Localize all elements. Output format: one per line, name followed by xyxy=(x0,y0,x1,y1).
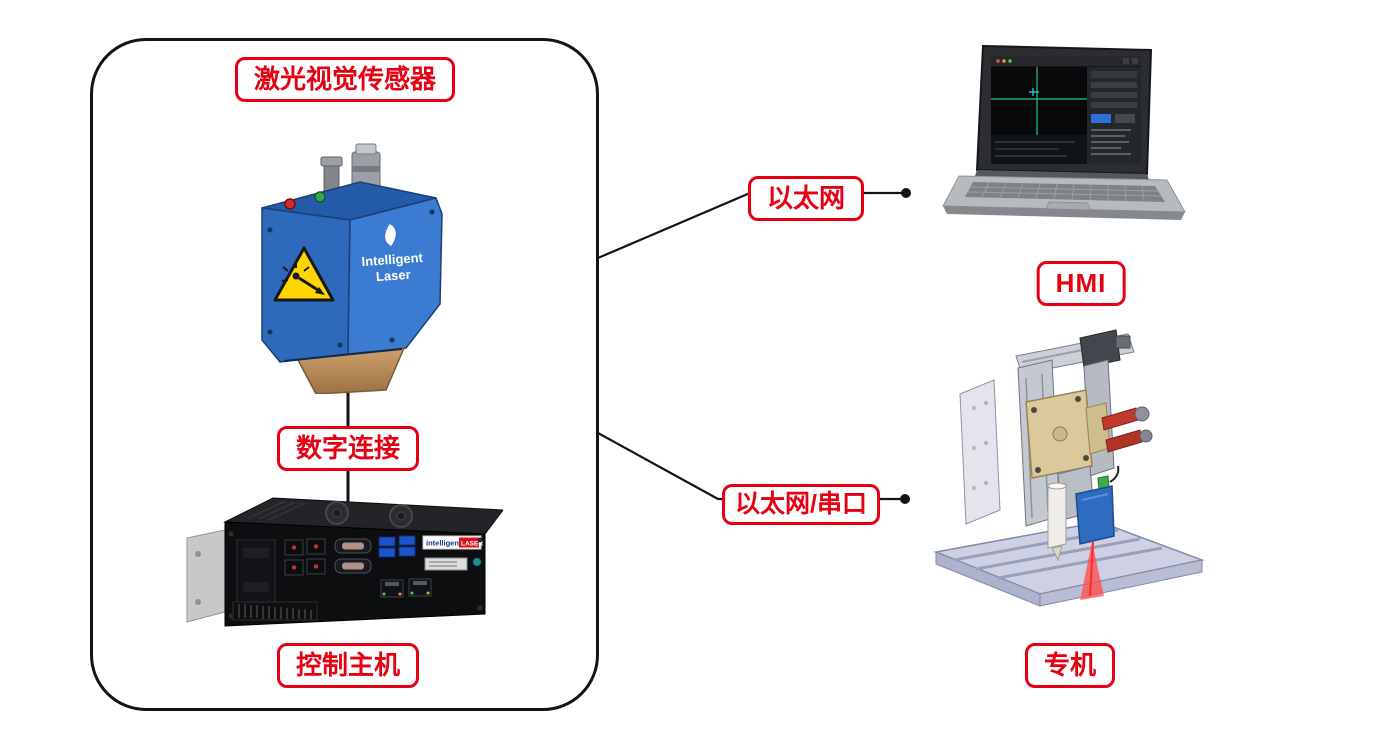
sensor-brand-line1: Intelligent xyxy=(361,250,424,269)
ethernet-serial-label: 以太网/串口 xyxy=(722,484,880,526)
machine-mounting-plate xyxy=(1025,389,1111,479)
mounting-bracket xyxy=(186,529,226,623)
controller-front-face: intelligent LASER xyxy=(224,521,486,627)
laptop-base xyxy=(942,170,1186,220)
hmi-label: HMI xyxy=(1036,261,1126,306)
digital-link-label: 数字连接 xyxy=(276,426,420,471)
machine-back-panel xyxy=(959,379,1001,525)
controller-brand-right: LASER xyxy=(461,540,483,547)
front-vent-slots xyxy=(232,601,318,621)
serial-ports xyxy=(334,538,372,574)
sensor-body xyxy=(261,181,443,363)
leaf-logo-icon xyxy=(385,224,396,247)
software-side-panel xyxy=(1087,67,1141,164)
ethernet-ports xyxy=(380,578,432,598)
sensor-brand-mark: Intelligent Laser xyxy=(361,224,424,284)
ethernet-label: 以太网 xyxy=(747,176,865,221)
machine-red-clamps xyxy=(1101,406,1153,453)
controller-brand-label: intelligent LASER xyxy=(422,535,483,550)
controller-image: intelligent LASER xyxy=(186,497,503,627)
machine-spindle xyxy=(1047,482,1067,562)
laser-beam xyxy=(1080,541,1104,600)
connection-endpoint-dot xyxy=(900,494,910,504)
connection-endpoint-dot xyxy=(901,188,911,198)
green-indicator-led xyxy=(314,191,326,203)
camera-viewport xyxy=(991,67,1087,135)
machine-base-plate xyxy=(933,521,1205,607)
laser-sensor-image: Intelligent Laser xyxy=(261,143,443,394)
dvi-port xyxy=(424,557,468,571)
sensor-copper-nozzle xyxy=(283,347,406,394)
controller-label: 控制主机 xyxy=(276,643,420,688)
sensor-group-title: 激光视觉传感器 xyxy=(234,57,456,102)
sensor-brand-line2: Laser xyxy=(375,267,411,284)
sensor-system-group-box xyxy=(90,38,599,711)
usb-ports xyxy=(378,535,416,558)
red-indicator-led xyxy=(284,198,296,210)
machine-image xyxy=(933,329,1205,607)
laptop-keyboard xyxy=(965,182,1165,202)
machine-label: 专机 xyxy=(1024,643,1116,688)
laser-warning-label-icon xyxy=(273,246,335,302)
controller-brand-left: intelligent xyxy=(426,539,462,548)
round-power-connectors xyxy=(284,538,326,576)
hmi-laptop-image xyxy=(942,44,1186,220)
laptop-screen xyxy=(975,44,1153,176)
machine-motor xyxy=(1079,329,1121,369)
machine-laser-sensor xyxy=(1075,465,1120,545)
audio-jack xyxy=(472,557,482,567)
